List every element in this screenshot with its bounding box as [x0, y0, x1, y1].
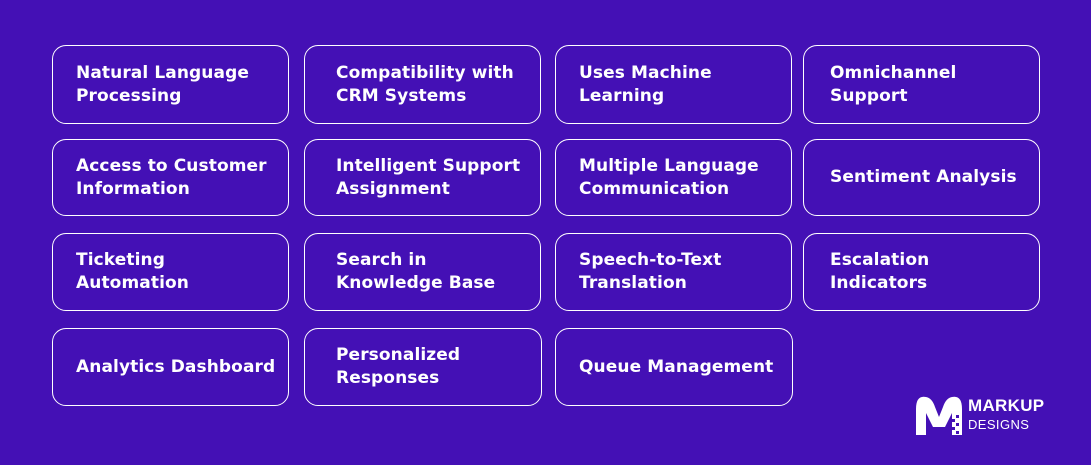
feature-card-personalized-responses: Personalized Responses [304, 328, 542, 406]
feature-card-natural-language-processing: Natural Language Processing [52, 45, 289, 124]
feature-card-ticketing-automation: Ticketing Automation [52, 233, 289, 311]
feature-card-knowledge-base-search: Search in Knowledge Base [304, 233, 541, 311]
feature-card-support-assignment: Intelligent Support Assignment [304, 139, 541, 216]
feature-card-speech-to-text: Speech-to-Text Translation [555, 233, 792, 311]
logo-brand-text: MARKUP [968, 396, 1045, 415]
feature-card-multiple-language: Multiple Language Communication [555, 139, 792, 216]
feature-card-customer-information: Access to Customer Information [52, 139, 289, 216]
logo-sub-text: DESIGNS [968, 417, 1030, 432]
feature-card-escalation-indicators: Escalation Indicators [803, 233, 1040, 311]
feature-card-crm-compatibility: Compatibility with CRM Systems [304, 45, 541, 124]
logo-m-icon [916, 396, 962, 435]
feature-card-queue-management: Queue Management [555, 328, 793, 406]
feature-card-machine-learning: Uses Machine Learning [555, 45, 792, 124]
feature-card-sentiment-analysis: Sentiment Analysis [803, 139, 1040, 216]
brand-logo: MARKUP DESIGNS [912, 391, 1072, 439]
feature-card-omnichannel-support: Omnichannel Support [803, 45, 1040, 124]
feature-card-analytics-dashboard: Analytics Dashboard [52, 328, 289, 406]
